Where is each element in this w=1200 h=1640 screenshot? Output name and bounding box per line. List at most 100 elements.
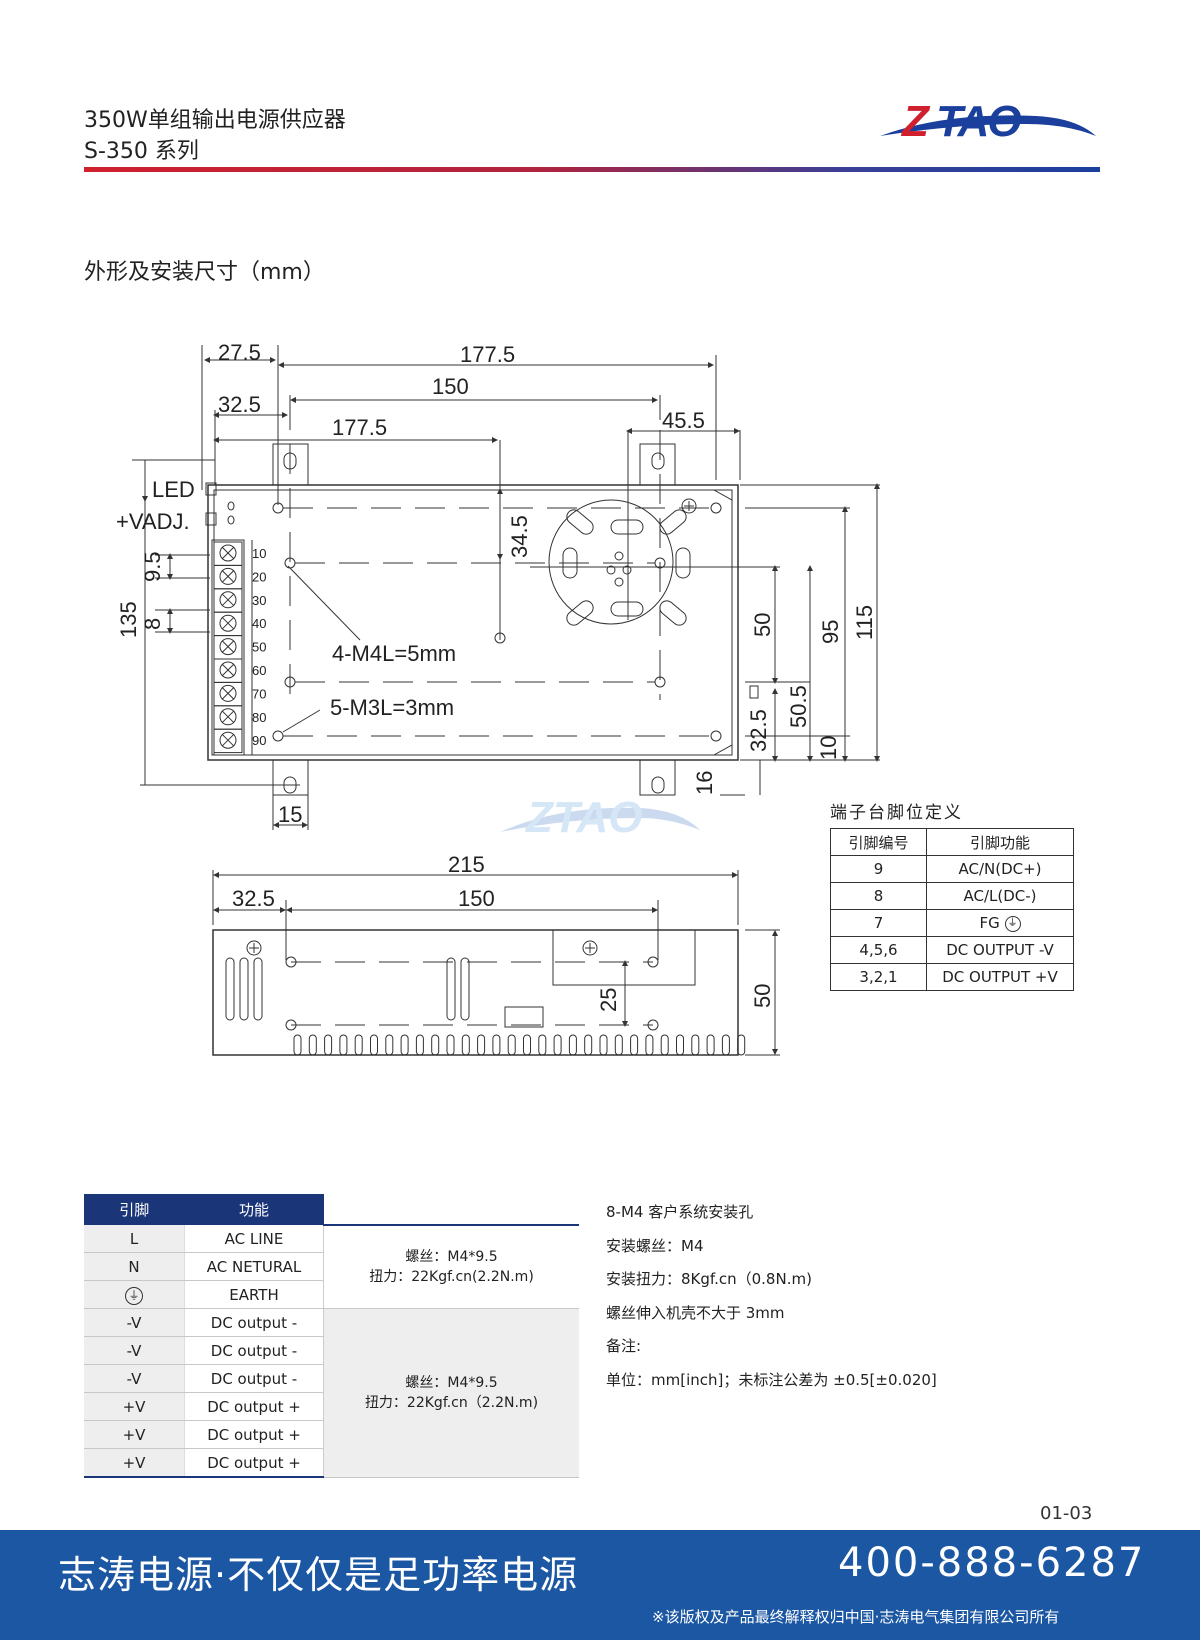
footer-bar [0,1530,1200,1640]
terminal-screw-mark [221,663,235,677]
vent-slot [523,1034,531,1056]
vent-slot [660,1034,669,1056]
terminal-number: 90 [252,733,266,748]
table-row: -V DC output - 螺丝：M4*9.5 扭力：22Kgf.cn（2.2… [84,1308,579,1478]
vent-slot [431,1034,440,1056]
vent-slot [599,1034,608,1056]
terminal-number: 30 [252,593,266,608]
terminal-screw-icon [219,661,237,679]
document-title: 350W单组输出电源供应器 [84,108,346,133]
vent-slot [308,1034,317,1056]
vent-slot [354,1034,363,1056]
dim-10: 10 [816,736,841,760]
ground-icon: ⏚ [1004,915,1021,932]
vent-slot [477,1034,486,1056]
vent-slot [691,1034,700,1056]
terminal-screw-mark [221,570,235,583]
vent-slot [614,1034,623,1056]
dim-32-5-top: 32.5 [218,392,261,417]
note-item: 螺丝伸入机壳不大于 3mm [606,1303,785,1322]
pin-definition-caption: 端子台脚位定义 [830,803,963,823]
led-label: LED [152,477,195,502]
header-divider [84,167,1100,172]
vadj-label: +VADJ. [116,509,190,534]
installation-notes: 8-M4 客户系统安装孔 安装螺丝：M4 安装扭力：8Kgf.cn（0.8N.m… [606,1196,937,1397]
terminal-screw-mark [221,546,235,560]
terminal-screw-icon [219,638,237,656]
terminal-screw-icon [219,614,237,632]
dim-15: 15 [278,802,302,827]
dim-9-5: 9.5 [140,551,165,582]
dim-32-5-right: 32.5 [746,709,771,752]
terminal-number: 60 [252,663,266,678]
vent-slot [721,1034,730,1056]
vent-slot [630,1034,639,1056]
terminal-screw-icon [219,544,237,562]
vent-slot [538,1034,547,1056]
terminal-screw-mark [221,733,235,747]
dim-25: 25 [596,988,621,1012]
note-item: 8-M4 客户系统安装孔 [606,1203,754,1221]
dim-115: 115 [852,605,877,640]
m3-label: 5-M3L=3mm [330,695,454,720]
section-title: 外形及安装尺寸（mm） [84,260,325,285]
terminal-screw-mark [221,710,235,724]
terminal-number: 70 [252,686,266,701]
svg-text:ZTAO: ZTAO [524,793,643,842]
note-item: 单位：mm[inch]；未标注公差为 ±0.5[±0.020] [606,1370,937,1389]
vent-slot [676,1034,684,1056]
dim-177-5-inner: 177.5 [332,415,387,440]
header-pin: 引脚 [84,1194,185,1225]
dim-50-right: 50 [750,613,775,637]
dim-50-5: 50.5 [786,685,811,728]
pin-header-function: 引脚功能 [926,828,1074,856]
vent-slot [385,1034,394,1056]
footer-phone[interactable]: 400-888-6287 [838,1540,1146,1586]
terminal-number: 20 [252,569,266,584]
dim-215: 215 [448,852,485,877]
page-number: 01-03 [1040,1503,1093,1524]
dim-34-5: 34.5 [507,515,532,558]
terminal-screw-mark [221,640,235,653]
table-row: -V DC output - [84,1364,579,1393]
footer-copyright: ※该版权及产品最终解释权归中国·志涛电气集团有限公司所有 [652,1608,1060,1626]
vent-slot [737,1034,746,1056]
table-row: +V DC output + [84,1392,579,1421]
ac-screw-note: 螺丝：M4*9.5 扭力：22Kgf.cn(2.2N.m) [323,1225,579,1309]
table-row: L AC LINE 螺丝：M4*9.5 扭力：22Kgf.cn(2.2N.m) [84,1225,579,1309]
pin-header-number: 引脚编号 [830,828,927,856]
vent-slot [568,1034,577,1056]
dim-32-5-side: 32.5 [232,886,275,911]
vent-slot [645,1034,654,1056]
terminal-screw-icon [219,567,237,585]
dim-8: 8 [140,618,165,630]
dimension-drawing: 27.5 177.5 150 32.5 177.5 45.5 34.5 LED … [116,340,880,1056]
vent-slot [400,1034,409,1056]
table-row: ⏚ EARTH [84,1280,579,1309]
footer-slogan: 志涛电源·不仅仅是足功率电源 [58,1553,579,1597]
table-row: N AC NETURAL [84,1252,579,1281]
dc-screw-note: 螺丝：M4*9.5 扭力：22Kgf.cn（2.2N.m) [323,1308,579,1478]
watermark-logo: ZTAO [500,793,700,842]
series-title: S-350 系列 [84,139,199,164]
vent-slot [584,1034,593,1056]
dim-177-5-top: 177.5 [460,342,515,367]
vent-slot [324,1034,333,1056]
terminal-table: 引脚 功能 L AC LINE 螺丝：M4*9.5 扭力：22Kgf.cn(2.… [84,1194,579,1478]
dim-50-side: 50 [750,984,775,1008]
terminal-cell [213,728,243,754]
terminal-number: 10 [252,546,266,561]
table-row: +V DC output + [84,1420,579,1449]
header-function: 功能 [184,1194,324,1225]
terminal-screw-mark [221,616,235,630]
m4-label: 4-M4L=5mm [332,641,456,666]
vent-slot [492,1034,501,1056]
ground-icon: ⏚ [125,1286,143,1305]
dim-45-5: 45.5 [662,408,705,433]
table-row: +V DC output + [84,1448,579,1478]
